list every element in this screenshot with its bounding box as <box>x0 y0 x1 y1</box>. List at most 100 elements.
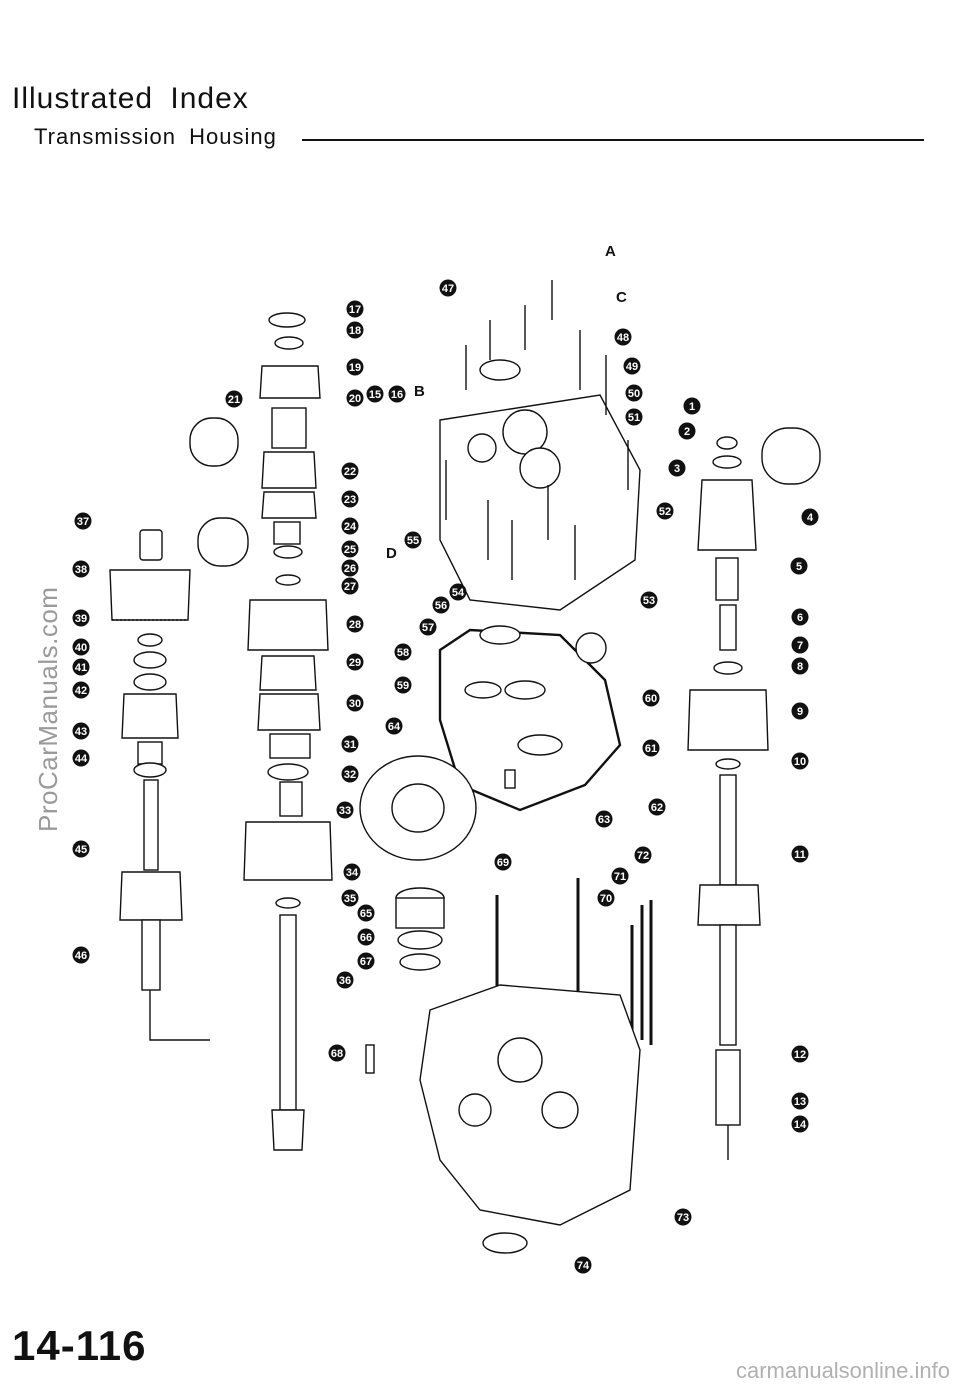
callout-50: 50 <box>625 384 643 402</box>
callout-17: 17 <box>346 300 364 318</box>
callout-number: 7 <box>797 640 803 652</box>
callout-19: 19 <box>346 358 364 376</box>
callout-25: 25 <box>341 540 359 558</box>
callout-23: 23 <box>341 490 359 508</box>
callout-41: 41 <box>72 658 90 676</box>
callout-number: 54 <box>452 587 465 599</box>
callout-number: 64 <box>388 721 401 733</box>
callout-number: 18 <box>349 325 361 337</box>
callout-18: 18 <box>346 321 364 339</box>
page-title: Illustrated Index <box>12 82 249 115</box>
callout-61: 61 <box>642 739 660 757</box>
callout-number: 74 <box>577 1260 590 1272</box>
callout-22: 22 <box>341 462 359 480</box>
callout-number: 30 <box>349 698 361 710</box>
callout-number: 70 <box>600 893 612 905</box>
callout-number: 62 <box>651 802 663 814</box>
callout-number: 26 <box>344 563 356 575</box>
callout-8: 8 <box>791 657 809 675</box>
callout-26: 26 <box>341 559 359 577</box>
callout-68: 68 <box>328 1044 346 1062</box>
callout-71: 71 <box>611 867 629 885</box>
callout-number: 71 <box>614 871 626 883</box>
callout-20: 20 <box>346 389 364 407</box>
callout-number: 6 <box>797 612 803 624</box>
callout-number: 4 <box>807 512 814 524</box>
callout-53: 53 <box>640 591 658 609</box>
callout-number: 1 <box>689 401 695 413</box>
callout-42: 42 <box>72 681 90 699</box>
reference-letter-c: C <box>616 289 627 306</box>
callout-9: 9 <box>791 702 809 720</box>
callout-3: 3 <box>668 459 686 477</box>
callout-16: 16 <box>388 385 406 403</box>
callout-number: 56 <box>435 600 447 612</box>
callout-number: 8 <box>797 661 803 673</box>
callout-44: 44 <box>72 749 90 767</box>
callout-37: 37 <box>74 512 92 530</box>
callout-number: 50 <box>628 388 640 400</box>
callout-number: 33 <box>339 805 351 817</box>
callout-12: 12 <box>791 1045 809 1063</box>
callout-number: 5 <box>796 561 802 573</box>
title-rule <box>302 139 924 141</box>
callout-64: 64 <box>385 717 403 735</box>
callout-number: 28 <box>349 619 361 631</box>
callout-number: 57 <box>422 622 434 634</box>
callout-58: 58 <box>394 643 412 661</box>
callout-56: 56 <box>432 596 450 614</box>
callout-number: 9 <box>797 706 803 718</box>
callout-number: 25 <box>344 544 356 556</box>
callout-number: 3 <box>674 463 680 475</box>
reference-letter-a: A <box>605 243 616 260</box>
callout-number: 13 <box>794 1096 806 1108</box>
callout-number: 47 <box>442 283 454 295</box>
callout-number: 58 <box>397 647 409 659</box>
callout-31: 31 <box>341 735 359 753</box>
callout-number: 19 <box>349 362 361 374</box>
callout-59: 59 <box>394 676 412 694</box>
callout-2: 2 <box>678 422 696 440</box>
callout-number: 17 <box>349 304 361 316</box>
callout-67: 67 <box>357 952 375 970</box>
callout-52: 52 <box>656 502 674 520</box>
callout-number: 2 <box>684 426 690 438</box>
right-shaft-assembly <box>687 427 821 1160</box>
callout-number: 49 <box>626 361 638 373</box>
transmission-housing-lower <box>419 984 641 1254</box>
callout-13: 13 <box>791 1092 809 1110</box>
callout-33: 33 <box>336 801 354 819</box>
page-subtitle: Transmission Housing <box>34 124 277 149</box>
callout-21: 21 <box>225 390 243 408</box>
callout-number: 23 <box>344 494 356 506</box>
callout-number: 12 <box>794 1049 806 1061</box>
callout-7: 7 <box>791 636 809 654</box>
callout-65: 65 <box>357 904 375 922</box>
callout-54: 54 <box>449 583 467 601</box>
callout-number: 32 <box>344 769 356 781</box>
callout-number: 60 <box>645 693 657 705</box>
callout-6: 6 <box>791 608 809 626</box>
callout-24: 24 <box>341 517 359 535</box>
callout-5: 5 <box>790 557 808 575</box>
callout-40: 40 <box>72 638 90 656</box>
callout-51: 51 <box>625 408 643 426</box>
callout-number: 24 <box>344 521 357 533</box>
callout-number: 65 <box>360 908 372 920</box>
callout-62: 62 <box>648 798 666 816</box>
callout-number: 48 <box>617 332 629 344</box>
callout-number: 73 <box>677 1212 689 1224</box>
callout-number: 45 <box>75 844 87 856</box>
callout-number: 27 <box>344 581 356 593</box>
callout-number: 63 <box>598 814 610 826</box>
callout-number: 38 <box>75 564 87 576</box>
callout-14: 14 <box>791 1115 809 1133</box>
callout-number: 14 <box>794 1119 807 1131</box>
callout-55: 55 <box>404 531 422 549</box>
callout-57: 57 <box>419 618 437 636</box>
callout-70: 70 <box>597 889 615 907</box>
callout-34: 34 <box>343 863 361 881</box>
callout-number: 44 <box>75 753 88 765</box>
callout-74: 74 <box>574 1256 592 1274</box>
